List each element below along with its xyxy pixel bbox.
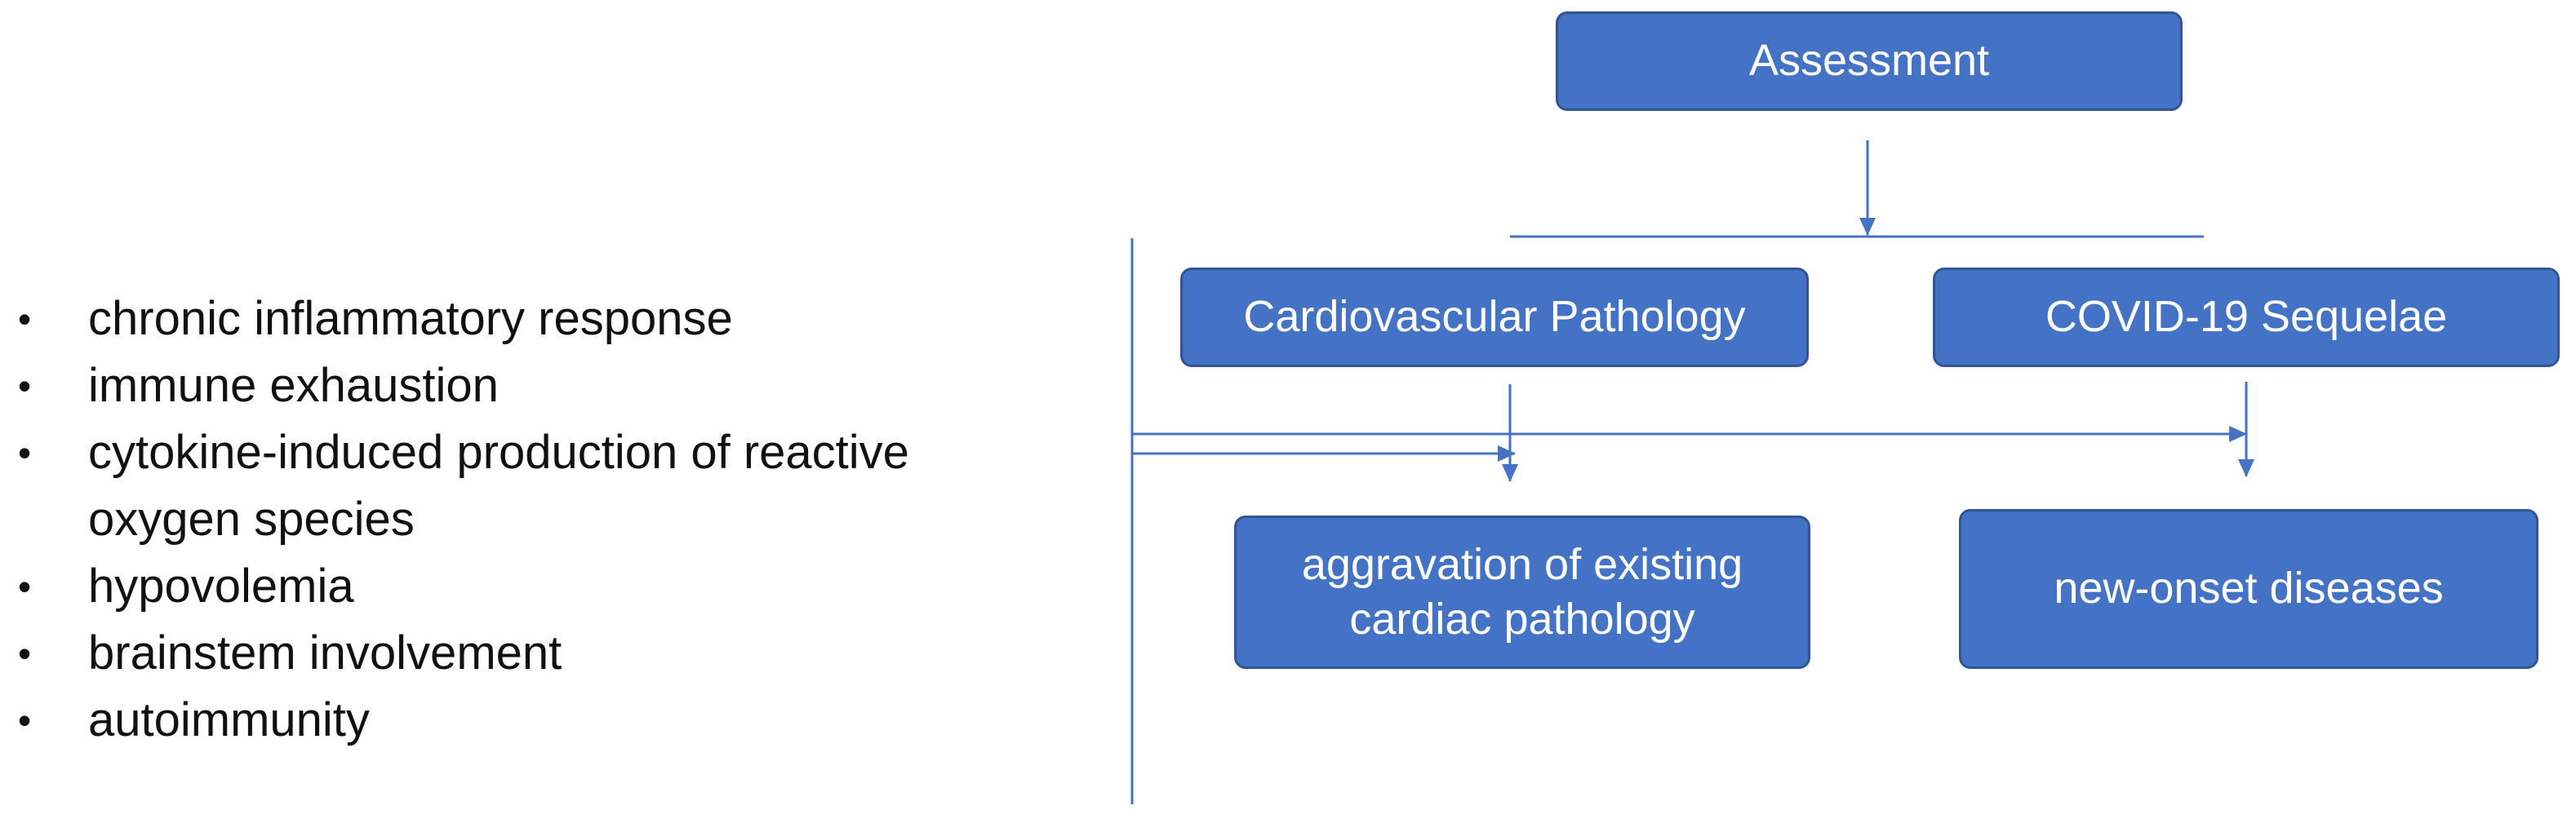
aggravation-label: aggravation of existing cardiac patholog…	[1301, 539, 1743, 644]
bullet-icon: •	[18, 699, 32, 742]
new-onset-box: new-onset diseases	[1959, 509, 2538, 669]
factor-item: • brainstem involvement	[0, 620, 1045, 687]
factor-item: • cytokine-induced production of reactive…	[0, 419, 1045, 553]
factor-item: • chronic inflammatory response	[0, 286, 1045, 352]
factor-label: autoimmunity	[88, 693, 370, 746]
assessment-label: Assessment	[1748, 36, 1990, 86]
covid-sequelae-box: COVID-19 Sequelae	[1933, 268, 2560, 367]
bullet-icon: •	[18, 365, 32, 407]
covid-sequelae-label: COVID-19 Sequelae	[2045, 292, 2448, 342]
bullet-icon: •	[18, 432, 32, 474]
aggravation-box: aggravation of existing cardiac patholog…	[1234, 516, 1810, 669]
bullet-icon: •	[18, 632, 32, 675]
factor-item: • autoimmunity	[0, 687, 1045, 754]
factor-list: • chronic inflammatory response • immune e…	[0, 286, 1045, 754]
factor-label: immune exhaustion	[88, 359, 499, 412]
bullet-icon: •	[18, 298, 32, 340]
factor-label: hypovolemia	[88, 560, 354, 613]
factor-label: cytokine-induced production of reactive …	[88, 426, 909, 546]
factor-item: • hypovolemia	[0, 553, 1045, 620]
bullet-icon: •	[18, 565, 32, 608]
new-onset-label: new-onset diseases	[2054, 564, 2444, 613]
cardiovascular-pathology-label: Cardiovascular Pathology	[1243, 292, 1746, 342]
factor-item: • immune exhaustion	[0, 352, 1045, 419]
cardiovascular-pathology-box: Cardiovascular Pathology	[1180, 268, 1809, 367]
factor-label: chronic inflammatory response	[88, 292, 733, 345]
assessment-box: Assessment	[1556, 11, 2183, 111]
factor-label: brainstem involvement	[88, 626, 562, 680]
